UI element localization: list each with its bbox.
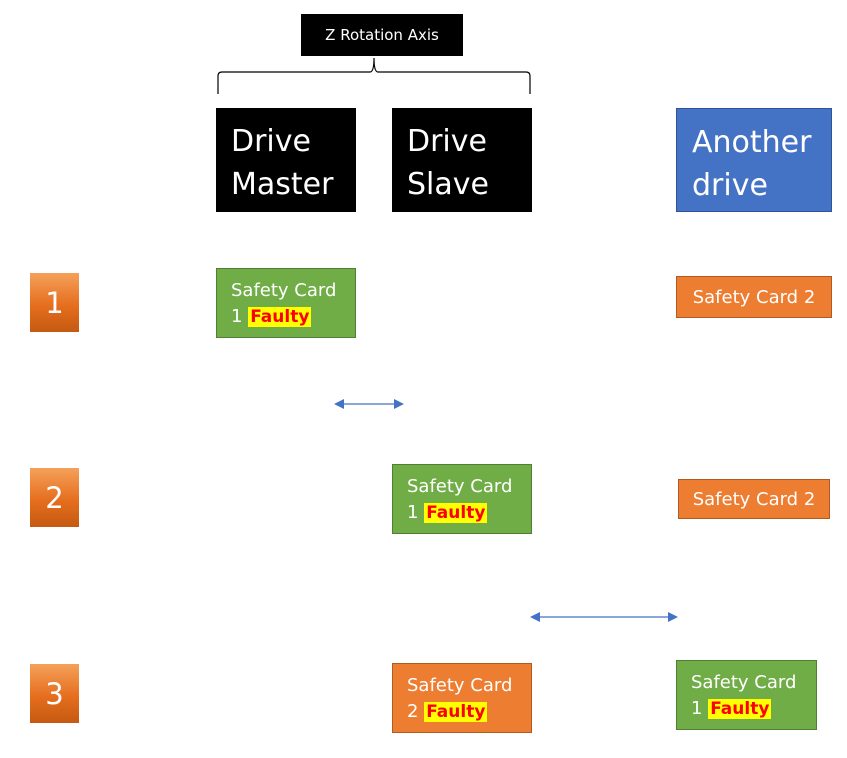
step-3-another-safety-card: Safety Card 1 Faulty [676, 660, 817, 730]
card-title: Safety Card [691, 672, 797, 693]
step-2-slave-safety-card: Safety Card 1 Faulty [392, 464, 532, 534]
card-title: Safety Card [231, 280, 337, 301]
another-drive-header: Another drive [676, 108, 832, 212]
drive-master-line2: Master [231, 167, 334, 202]
another-drive-line1: Another [692, 125, 812, 160]
step-3-badge: 3 [30, 664, 79, 723]
step-2-number: 2 [45, 480, 64, 515]
step-1-badge: 1 [30, 273, 79, 332]
step-1-master-safety-card: Safety Card 1 Faulty [216, 268, 356, 338]
step-3-number: 3 [45, 676, 64, 711]
step-2-another-safety-card: Safety Card 2 [678, 479, 830, 519]
z-rotation-axis-text: Z Rotation Axis [325, 26, 439, 44]
card-title: Safety Card [407, 476, 513, 497]
drive-slave-line2: Slave [407, 167, 489, 202]
step-1-another-safety-card: Safety Card 2 [676, 276, 832, 318]
faulty-status: Faulty [424, 503, 488, 523]
drive-master-line1: Drive [231, 124, 311, 159]
z-rotation-axis-label: Z Rotation Axis [301, 14, 463, 56]
faulty-status: Faulty [248, 307, 312, 327]
drive-slave-header: Drive Slave [392, 108, 532, 212]
card-number: 1 [691, 698, 703, 719]
card-label: Safety Card 2 [692, 488, 816, 510]
drive-master-header: Drive Master [216, 108, 356, 212]
faulty-status: Faulty [708, 699, 772, 719]
card-label: Safety Card 2 [692, 286, 816, 308]
card-number: 2 [407, 701, 419, 722]
axis-brace [217, 57, 531, 94]
card-number: 1 [231, 306, 243, 327]
step-3-slave-safety-card: Safety Card 2 Faulty [392, 663, 532, 733]
transfer-arrow-master-slave [334, 399, 404, 409]
step-1-number: 1 [45, 285, 64, 320]
faulty-status: Faulty [424, 702, 488, 722]
drive-slave-line1: Drive [407, 124, 487, 159]
step-2-badge: 2 [30, 468, 79, 527]
another-drive-line2: drive [692, 168, 768, 203]
card-number: 1 [407, 502, 419, 523]
card-title: Safety Card [407, 675, 513, 696]
transfer-arrow-slave-another [530, 612, 678, 622]
